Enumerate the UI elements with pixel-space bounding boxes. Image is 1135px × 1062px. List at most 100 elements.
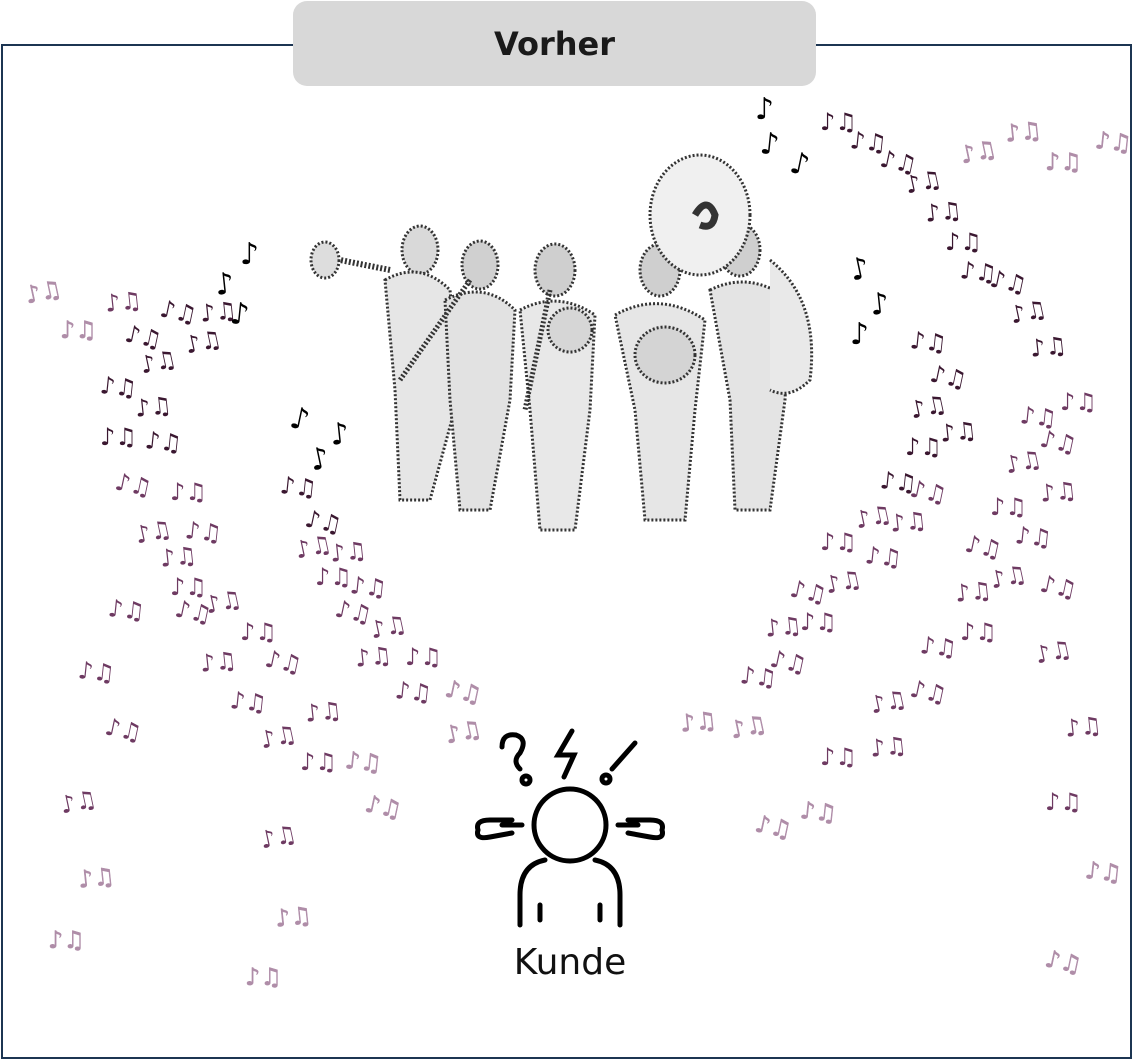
music-note-icon: ♪♫ xyxy=(888,506,929,538)
music-note-icon: ♪♫ xyxy=(1063,711,1104,743)
music-note-icon: ♪♫ xyxy=(60,316,97,344)
music-note-icon: ♪♫ xyxy=(133,391,174,423)
music-note-icon: ♪♫ xyxy=(727,709,770,745)
music-note-icon: ♪♫ xyxy=(957,134,1000,170)
music-note-icon: ♪♫ xyxy=(106,594,147,626)
music-note-icon: ♪♫ xyxy=(1045,148,1082,176)
music-note-icon: ♪♫ xyxy=(867,684,910,720)
music-note-icon: ♪♫ xyxy=(143,426,184,458)
music-note-icon: ♪♫ xyxy=(1002,444,1045,480)
music-note-icon: ♪♫ xyxy=(1028,331,1069,363)
music-note-icon: ♪♫ xyxy=(1038,476,1079,508)
music-note-icon: ♪♫ xyxy=(76,656,117,688)
music-note-icon: ♪♫ xyxy=(1013,521,1054,553)
music-note-icon: ♪♫ xyxy=(273,901,314,933)
music-note-icon: ♪♫ xyxy=(328,536,369,568)
music-note-icon: ♪♫ xyxy=(1060,388,1097,416)
music-note-icon: ♪♫ xyxy=(170,478,207,506)
music-note-icon: ♪♫ xyxy=(98,371,139,403)
music-note-icon: ♪♫ xyxy=(100,423,137,451)
music-note-icon: ♪♫ xyxy=(362,789,405,825)
music-note-icon: ♪♫ xyxy=(1037,569,1080,605)
music-note-icon: ♪♫ xyxy=(1032,634,1075,670)
music-note-icon: ♪♫ xyxy=(257,719,300,755)
music-note-icon: ♪♫ xyxy=(907,674,950,710)
music-note-icon: ♪♫ xyxy=(868,731,909,763)
music-note-icon: ♪♫ xyxy=(103,286,144,318)
music-note-icon: ♪♫ xyxy=(348,571,389,603)
music-note-icon: ♪♫ xyxy=(787,574,830,610)
music-note-icon: ♪♫ xyxy=(945,228,982,256)
music-note-icon: ♪♫ xyxy=(960,618,997,646)
music-note-icon: ♪♫ xyxy=(303,696,344,728)
music-note-icon: ♪♫ xyxy=(938,416,979,448)
music-note-icon: ♪♫ xyxy=(953,576,994,608)
music-note-icon: ♪♫ xyxy=(927,359,970,395)
music-note-icon: ♪♫ xyxy=(907,389,950,425)
music-note-icon: ♪♫ xyxy=(907,474,950,510)
music-note-icon: ♪♫ xyxy=(905,433,942,461)
music-note-icon: ♪♫ xyxy=(1042,944,1085,980)
music-note-icon: ♪♫ xyxy=(22,274,65,310)
music-note-icon: ♪ xyxy=(868,286,891,323)
music-note-icon: ♪♫ xyxy=(300,748,337,776)
music-note-icon: ♪♫ xyxy=(798,796,839,828)
music-note-icon: ♪♫ xyxy=(262,644,305,680)
music-note-icon: ♪♫ xyxy=(245,963,282,991)
frustrated-person-icon xyxy=(475,728,665,928)
music-note-icon: ♪♫ xyxy=(990,493,1027,521)
music-note-icon: ♪♫ xyxy=(393,676,434,708)
music-note-icon: ♪♫ xyxy=(822,564,865,600)
music-note-icon: ♪♫ xyxy=(257,819,300,855)
music-note-icon: ♪♫ xyxy=(1045,788,1082,816)
music-note-icon: ♪♫ xyxy=(902,164,945,200)
music-note-icon: ♪♫ xyxy=(1093,126,1134,158)
brass-band-illustration xyxy=(309,153,814,532)
music-note-icon: ♪♫ xyxy=(752,809,795,845)
music-note-icon: ♪♫ xyxy=(102,712,145,748)
music-note-icon: ♪♫ xyxy=(1037,424,1080,460)
music-note-icon: ♪♫ xyxy=(198,646,239,678)
music-note-icon: ♪♫ xyxy=(182,324,225,360)
music-note-icon: ♪♫ xyxy=(157,294,200,330)
music-note-icon: ♪♫ xyxy=(800,608,837,636)
music-note-icon: ♪♫ xyxy=(918,631,959,663)
music-note-icon: ♪♫ xyxy=(57,784,100,820)
music-note-icon: ♪♫ xyxy=(763,611,804,643)
music-note-icon: ♪♫ xyxy=(202,584,245,620)
customer-label: Kunde xyxy=(513,942,627,983)
music-note-icon: ♪♫ xyxy=(820,743,857,771)
music-note-icon: ♪♫ xyxy=(228,686,269,718)
music-note-icon: ♪♫ xyxy=(183,516,224,548)
music-note-icon: ♪♫ xyxy=(962,529,1005,565)
music-note-icon: ♪♫ xyxy=(240,618,277,646)
music-note-icon: ♪♫ xyxy=(315,563,352,591)
music-note-icon: ♪♫ xyxy=(367,609,410,645)
music-note-icon: ♪♫ xyxy=(158,541,199,573)
music-note-icon: ♪♫ xyxy=(405,643,442,671)
music-note-icon: ♪ xyxy=(240,237,260,272)
music-note-icon: ♪♫ xyxy=(132,514,175,550)
music-note-icon: ♪♫ xyxy=(863,541,904,573)
music-note-icon: ♪♫ xyxy=(908,326,949,358)
music-note-icon: ♪♫ xyxy=(353,641,394,673)
music-note-icon: ♪♫ xyxy=(1003,116,1044,148)
music-note-icon: ♪♫ xyxy=(137,344,180,380)
music-note-icon: ♪♫ xyxy=(1007,294,1050,330)
music-note-icon: ♪♫ xyxy=(820,528,857,556)
music-note-icon: ♪ xyxy=(228,296,251,333)
music-note-icon: ♪♫ xyxy=(987,559,1030,595)
music-note-icon: ♪♫ xyxy=(48,926,85,954)
music-note-icon: ♪♫ xyxy=(767,644,810,680)
music-note-icon: ♪ xyxy=(850,317,870,352)
music-note-icon: ♪♫ xyxy=(112,467,155,503)
music-note-icon: ♪♫ xyxy=(343,746,384,778)
page-title: Vorher xyxy=(493,24,616,63)
music-note-icon: ♪♫ xyxy=(170,573,207,601)
music-note-icon: ♪ xyxy=(755,92,775,127)
music-note-icon: ♪♫ xyxy=(76,862,117,894)
music-note-icon: ♪♫ xyxy=(987,264,1030,300)
music-note-icon: ♪♫ xyxy=(820,108,857,136)
title-tab: Vorher xyxy=(293,1,816,86)
